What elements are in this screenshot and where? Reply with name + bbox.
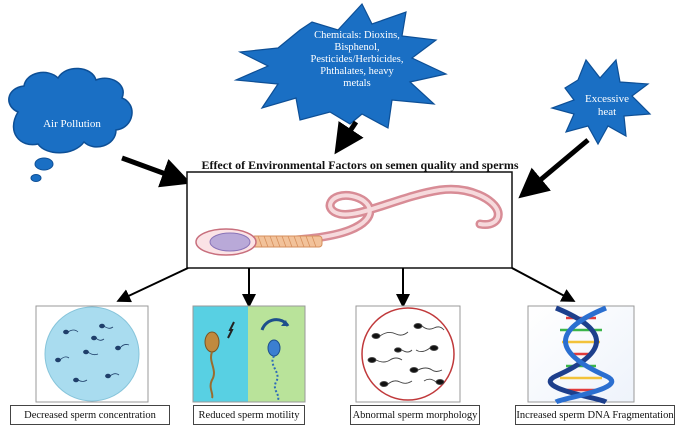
caption-motility: Reduced sperm motility xyxy=(193,405,305,425)
panel-concentration-image xyxy=(35,305,149,403)
panel-dna-image xyxy=(527,305,635,405)
heat-line-2: heat xyxy=(597,105,617,118)
heat-label: Excessive heat xyxy=(572,93,642,118)
caption-dna: Increased sperm DNA Fragmentation xyxy=(515,405,675,425)
arrow-to-dna xyxy=(511,267,576,302)
caption-morphology: Abnormal sperm morphology xyxy=(350,405,480,425)
chemicals-line-3: Pesticides/Herbicides, xyxy=(310,54,404,66)
arrow-chemicals-to-center xyxy=(334,120,364,155)
panel-motility-image xyxy=(192,305,306,403)
sperm-illustration xyxy=(195,184,503,256)
arrow-heat-to-center xyxy=(518,138,590,199)
arrow-to-concentration xyxy=(116,267,189,303)
chemicals-label: Chemicals: Dioxins, Bisphenol, Pesticide… xyxy=(282,30,432,90)
heat-line-1: Excessive xyxy=(585,93,629,105)
chemicals-line-4: Phthalates, heavy xyxy=(320,66,394,78)
air-pollution-label: Air Pollution xyxy=(43,118,101,130)
panel-morphology-image xyxy=(355,305,461,403)
air-pollution-cloud xyxy=(8,67,133,182)
chemicals-line-1: Chemicals: Dioxins, xyxy=(314,30,400,41)
arrow-air-to-center xyxy=(121,155,192,188)
chemicals-line-2: Bisphenol, xyxy=(334,42,380,54)
chemicals-line-5: metals xyxy=(343,78,371,90)
center-title: Effect of Environmental Factors on semen… xyxy=(201,158,519,172)
heat-starburst xyxy=(550,58,652,146)
chemicals-starburst xyxy=(233,2,448,129)
caption-concentration: Decreased sperm concentration xyxy=(10,405,170,425)
